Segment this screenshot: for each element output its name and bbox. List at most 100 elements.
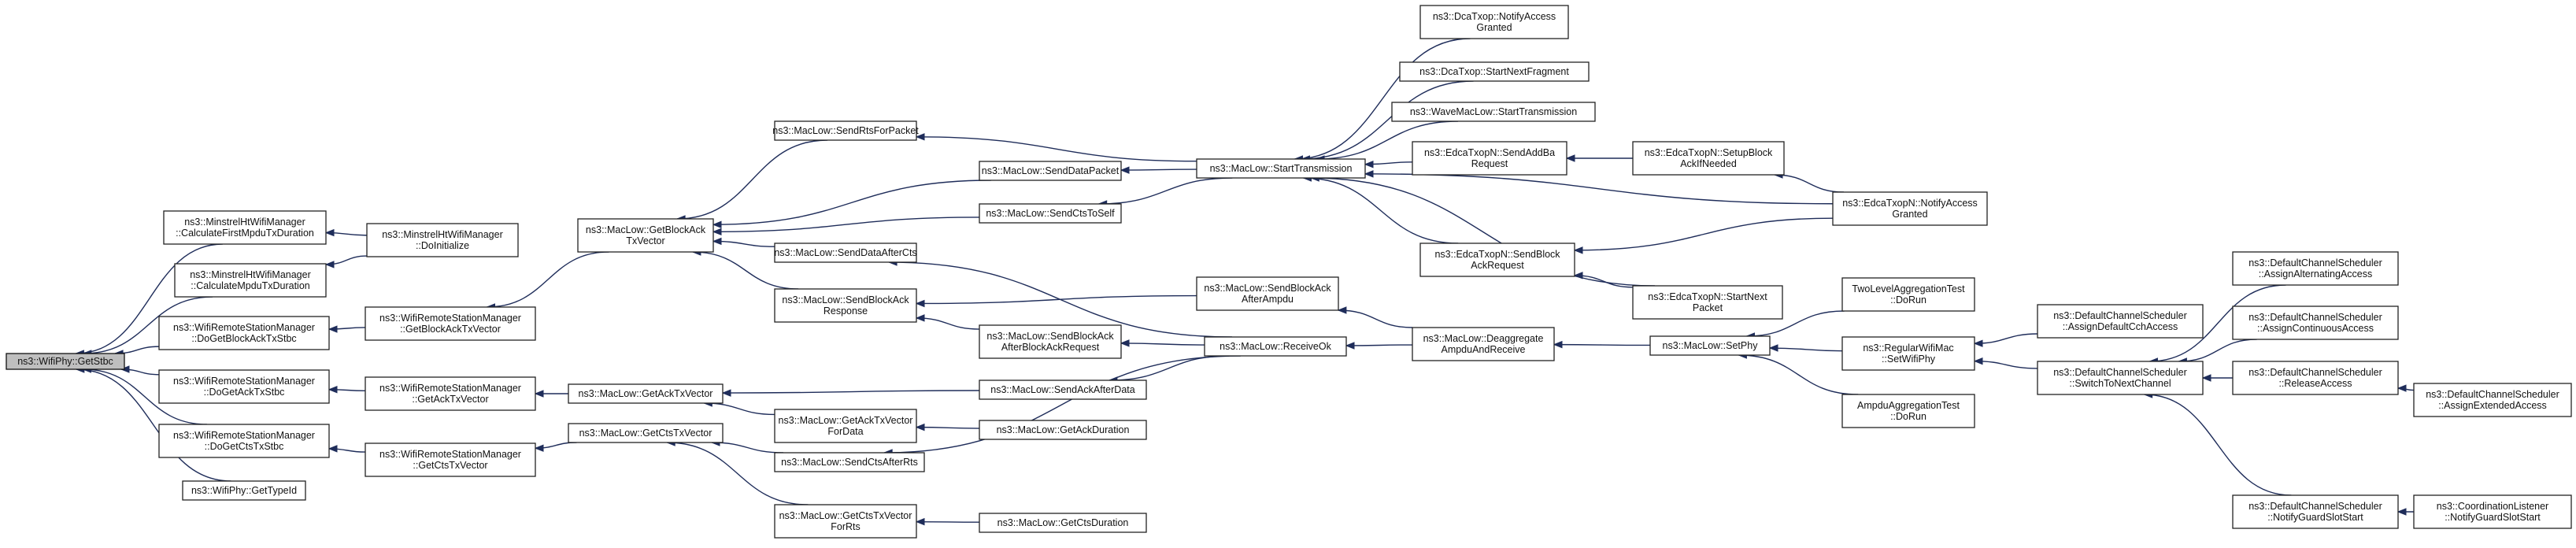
- node-label: ns3::MacLow::SendAckAfterData: [990, 384, 1134, 395]
- node-box: [163, 210, 327, 245]
- arrowhead-icon: [915, 423, 925, 431]
- node-dcsAssignAlt[interactable]: ns3::DefaultChannelScheduler::AssignAlte…: [2232, 251, 2399, 286]
- node-calcMpdu[interactable]: ns3::MinstrelHtWifiManager::CalculateMpd…: [174, 263, 327, 298]
- node-label: ForData: [827, 426, 863, 437]
- node-sendBAAfterBAR[interactable]: ns3::MacLow::SendBlockAckAfterBlockAckRe…: [979, 324, 1122, 359]
- edge-receiveOk-to-sendCtsAfterRts: [883, 355, 1241, 457]
- edge-dcsAssignExt-to-dcsRelease: [2396, 384, 2415, 392]
- node-label: ns3::WifiRemoteStationManager: [379, 449, 521, 460]
- node-sendAckAfterData[interactable]: ns3::MacLow::SendAckAfterData: [979, 380, 1147, 400]
- node-label: ns3::WifiRemoteStationManager: [173, 322, 315, 333]
- edge-line: [1774, 174, 1845, 193]
- edge-line: [712, 180, 991, 225]
- node-mlGetBA[interactable]: ns3::MacLow::GetBlockAckTxVector: [577, 218, 714, 253]
- edge-edcaStartNext-to-edcaSendBAR: [1573, 272, 1634, 288]
- node-box: [1391, 102, 1596, 122]
- node-waveStart[interactable]: ns3::WaveMacLow::StartTransmission: [1391, 102, 1596, 122]
- node-regSetWifiPhy[interactable]: ns3::RegularWifiMac::SetWifiPhy: [1841, 336, 1975, 371]
- node-dcsNotifyGuard[interactable]: ns3::DefaultChannelScheduler::NotifyGuar…: [2232, 494, 2399, 529]
- node-label: ns3::EdcaTxopN::SendAddBa: [1424, 147, 1555, 158]
- node-wrsmGetBA[interactable]: ns3::WifiRemoteStationManager::GetBlockA…: [365, 306, 536, 341]
- node-label: ::GetAckTxVector: [412, 394, 488, 405]
- arrowhead-icon: [1345, 342, 1355, 350]
- node-box: [158, 369, 330, 404]
- node-label: ns3::MacLow::GetAckTxVector: [779, 415, 913, 426]
- node-doGetAck[interactable]: ns3::WifiRemoteStationManager::DoGetAckT…: [158, 369, 330, 404]
- node-dcsSwitch[interactable]: ns3::DefaultChannelScheduler::SwitchToNe…: [2037, 361, 2204, 395]
- node-setPhy[interactable]: ns3::MacLow::SetPhy: [1649, 335, 1771, 356]
- edge-sendDataCts-to-mlGetBA: [712, 237, 775, 247]
- node-sendData[interactable]: ns3::MacLow::SendDataPacket: [979, 161, 1122, 181]
- node-dcsAssignCont[interactable]: ns3::DefaultChannelScheduler::AssignCont…: [2232, 305, 2399, 340]
- node-sendCtsSelf[interactable]: ns3::MacLow::SendCtsToSelf: [979, 203, 1122, 224]
- edge-edcaSetupBA-to-edcaSendAddBa: [1565, 154, 1633, 162]
- node-label: ::AssignAlternatingAccess: [2259, 268, 2373, 280]
- node-label: ::DoRun: [1890, 294, 1926, 305]
- node-label: ns3::MacLow::GetCtsTxVector: [579, 428, 712, 439]
- node-box: [158, 424, 330, 458]
- node-box: [774, 504, 917, 539]
- node-wrsmGetAck[interactable]: ns3::WifiRemoteStationManager::GetAckTxV…: [365, 376, 536, 411]
- edge-line: [712, 240, 775, 247]
- edge-line: [1364, 173, 1834, 205]
- node-sendRts[interactable]: ns3::MacLow::SendRtsForPacket: [772, 120, 919, 141]
- arrowhead-icon: [915, 314, 925, 322]
- node-coordNotify[interactable]: ns3::CoordinationListener::NotifyGuardSl…: [2413, 494, 2572, 529]
- node-label: ns3::DefaultChannelScheduler: [2053, 310, 2187, 321]
- node-mlGetAck[interactable]: ns3::MacLow::GetAckTxVector: [568, 383, 724, 404]
- node-label: ns3::EdcaTxopN::SetupBlock: [1645, 147, 1773, 158]
- node-receiveOk[interactable]: ns3::MacLow::ReceiveOk: [1204, 336, 1347, 357]
- node-label: ns3::WifiRemoteStationManager: [173, 376, 315, 387]
- edge-line: [722, 390, 980, 394]
- node-getAckDur[interactable]: ns3::MacLow::GetAckDuration: [979, 420, 1147, 440]
- node-dcaStartNext[interactable]: ns3::DcaTxop::StartNextFragment: [1399, 61, 1590, 82]
- node-label: AfterBlockAckRequest: [1001, 342, 1100, 353]
- node-ampduTest[interactable]: AmpduAggregationTest::DoRun: [1841, 394, 1975, 428]
- node-getTypeId[interactable]: ns3::WifiPhy::GetTypeId: [182, 480, 306, 501]
- graph-edges: [75, 38, 2415, 526]
- node-sendDataCts[interactable]: ns3::MacLow::SendDataAfterCts: [774, 243, 917, 263]
- node-doInit[interactable]: ns3::MinstrelHtWifiManager::DoInitialize: [366, 223, 519, 257]
- node-doGetCts[interactable]: ns3::WifiRemoteStationManager::DoGetCtsT…: [158, 424, 330, 458]
- node-getCtsDur[interactable]: ns3::MacLow::GetCtsDuration: [979, 513, 1147, 533]
- node-label: ::DoRun: [1890, 411, 1926, 422]
- node-doGetBA[interactable]: ns3::WifiRemoteStationManager::DoGetBloc…: [158, 316, 330, 350]
- node-twoLevel[interactable]: TwoLevelAggregationTest::DoRun: [1841, 277, 1975, 312]
- node-box: [2232, 361, 2399, 395]
- node-box: [2037, 304, 2204, 339]
- node-box: [1399, 61, 1590, 82]
- node-label: ns3::MinstrelHtWifiManager: [184, 217, 305, 228]
- node-wrsmGetCts[interactable]: ns3::WifiRemoteStationManager::GetCtsTxV…: [365, 442, 536, 477]
- edge-doGetAck-to-getstbc: [120, 365, 160, 376]
- node-startTx[interactable]: ns3::MacLow::StartTransmission: [1196, 158, 1366, 179]
- node-label: ns3::DefaultChannelScheduler: [2248, 367, 2382, 378]
- edge-setPhy-to-deaggregate: [1553, 340, 1651, 349]
- node-dcsAssignExt[interactable]: ns3::DefaultChannelScheduler::AssignExte…: [2413, 383, 2572, 417]
- node-getstbc[interactable]: ns3::WifiPhy::GetStbc: [6, 353, 125, 370]
- node-dcsAssignDefault[interactable]: ns3::DefaultChannelScheduler::AssignDefa…: [2037, 304, 2204, 339]
- arrowhead-icon: [712, 220, 722, 229]
- node-dcsRelease[interactable]: ns3::DefaultChannelScheduler::ReleaseAcc…: [2232, 361, 2399, 395]
- node-calcFirst[interactable]: ns3::MinstrelHtWifiManager::CalculateFir…: [163, 210, 327, 245]
- node-mlGetCts[interactable]: ns3::MacLow::GetCtsTxVector: [568, 423, 724, 443]
- node-label: ns3::WifiPhy::GetStbc: [17, 356, 113, 367]
- node-sendCtsAfterRts[interactable]: ns3::MacLow::SendCtsAfterRts: [774, 452, 925, 472]
- node-label: ::CalculateMpduTxDuration: [191, 280, 310, 291]
- edge-line: [2144, 394, 2292, 496]
- node-box: [6, 353, 125, 370]
- edge-line: [487, 251, 609, 308]
- node-box: [577, 218, 714, 253]
- arrowhead-icon: [534, 444, 544, 452]
- node-label: ::NotifyGuardSlotStart: [2267, 512, 2363, 523]
